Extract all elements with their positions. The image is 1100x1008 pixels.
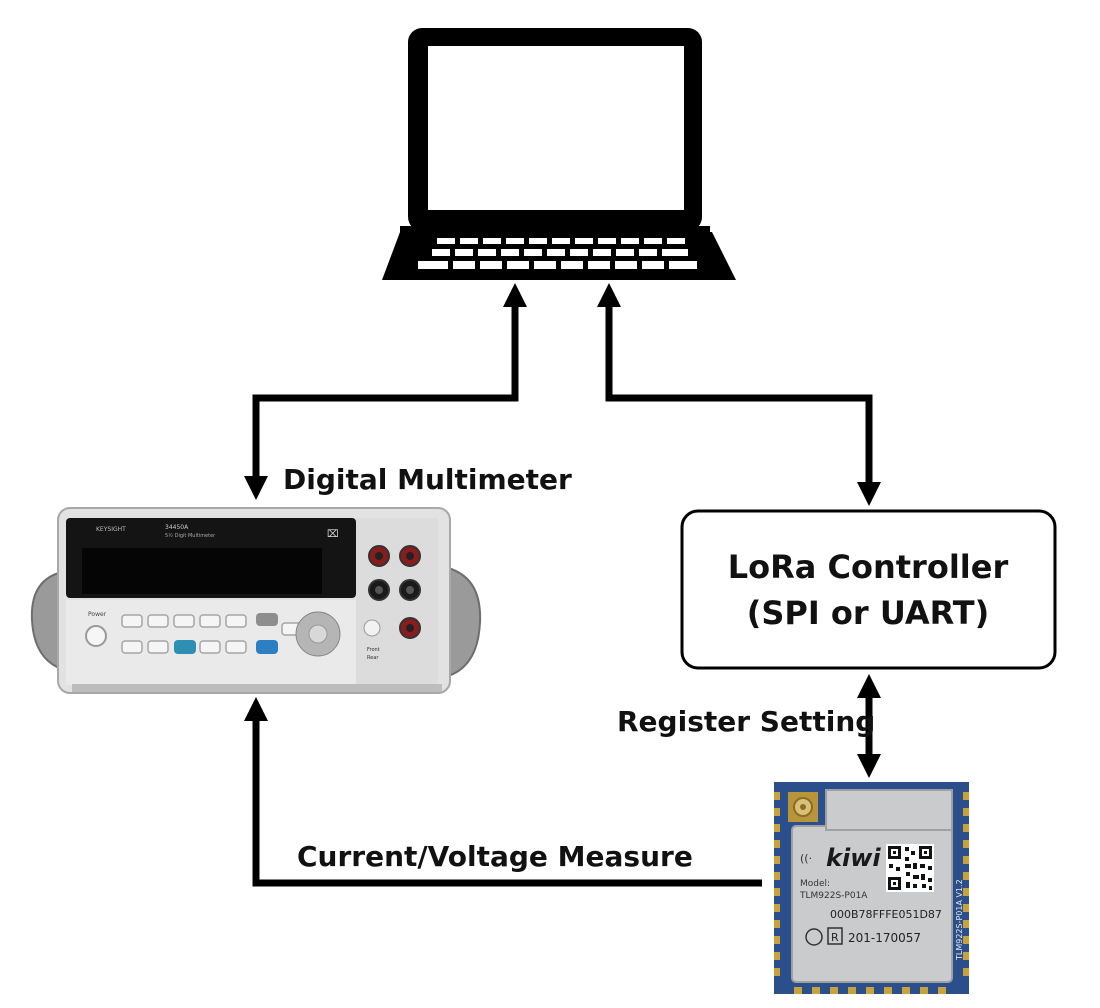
module-model-label: Model:: [800, 879, 830, 889]
arrowhead-controller-top: [857, 482, 881, 506]
front-label: Front: [367, 647, 380, 653]
lora-module-image: TLM922S-P01A V1.2 ((· kiwi: [774, 782, 969, 994]
laptop-controller-link: [605, 300, 873, 492]
arrowhead-laptop-left: [503, 283, 527, 307]
module-r-mark: R: [831, 931, 839, 944]
arrowhead-multimeter-bottom: [244, 697, 268, 721]
terminal-jacks: [368, 545, 421, 639]
wireless-icon: ((·: [800, 852, 812, 865]
module-cert: 201-170057: [848, 931, 921, 945]
measure-label: Current/Voltage Measure: [297, 840, 693, 873]
multimeter-brand: KEYSIGHT: [96, 526, 126, 533]
module-side-text: TLM922S-P01A V1.2: [955, 879, 964, 961]
power-label: Power: [88, 611, 107, 618]
multimeter-model: 34450A: [165, 524, 189, 531]
rear-label: Rear: [367, 655, 379, 661]
multimeter-image: KEYSIGHT 34450A 5½ Digit Multimeter ⌧ Po…: [30, 507, 482, 694]
lora-controller-box: LoRa Controller (SPI or UART): [680, 509, 1057, 670]
power-button-icon: [85, 625, 107, 647]
multimeter-label: Digital Multimeter: [283, 463, 572, 496]
laptop-multimeter-link: [252, 300, 519, 488]
cert-mark-icon: [805, 928, 823, 946]
controller-subtitle: (SPI or UART): [747, 594, 990, 632]
measure-link: [252, 712, 762, 887]
arrowhead-controller-bottom: [857, 674, 881, 698]
controller-title: LoRa Controller: [728, 548, 1009, 586]
qr-code-icon: [886, 844, 934, 892]
module-brand: kiwi: [826, 844, 881, 872]
module-model: TLM922S-P01A: [799, 891, 868, 901]
lxi-icon: ⌧: [327, 529, 339, 540]
multimeter-subtitle: 5½ Digit Multimeter: [165, 532, 216, 539]
laptop-icon: [382, 28, 736, 280]
arrowhead-multimeter-top: [244, 476, 268, 500]
register-setting-label: Register Setting: [617, 705, 875, 738]
arrowhead-module-top: [857, 754, 881, 778]
module-id: 000B78FFFE051D87: [830, 908, 942, 921]
arrowhead-laptop-right: [597, 283, 621, 307]
